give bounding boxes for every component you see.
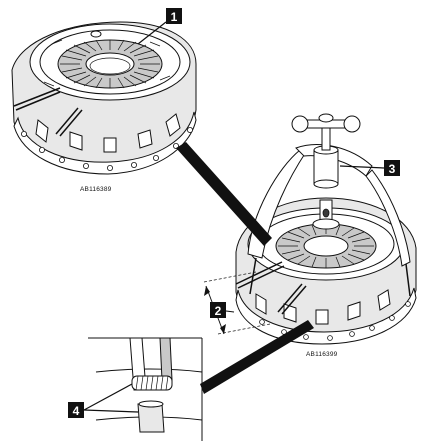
pressure-plate-clamped-view [203,113,417,345]
callout-1: 1 [166,8,182,24]
svg-text:4: 4 [73,404,80,418]
callout-4: 4 [68,402,84,418]
svg-text:2: 2 [215,304,222,318]
figure-code-left: AB116389 [80,186,112,193]
detail-inset [88,337,203,441]
pressure-plate-top-view [11,21,197,175]
callout-3: 3 [384,160,400,176]
svg-text:3: 3 [389,162,396,176]
leader-lines [83,21,385,413]
svg-text:1: 1 [171,10,178,24]
coil-spring [131,375,173,391]
callout-2: 2 [210,302,226,318]
figure-code-right: AB116399 [306,351,338,358]
